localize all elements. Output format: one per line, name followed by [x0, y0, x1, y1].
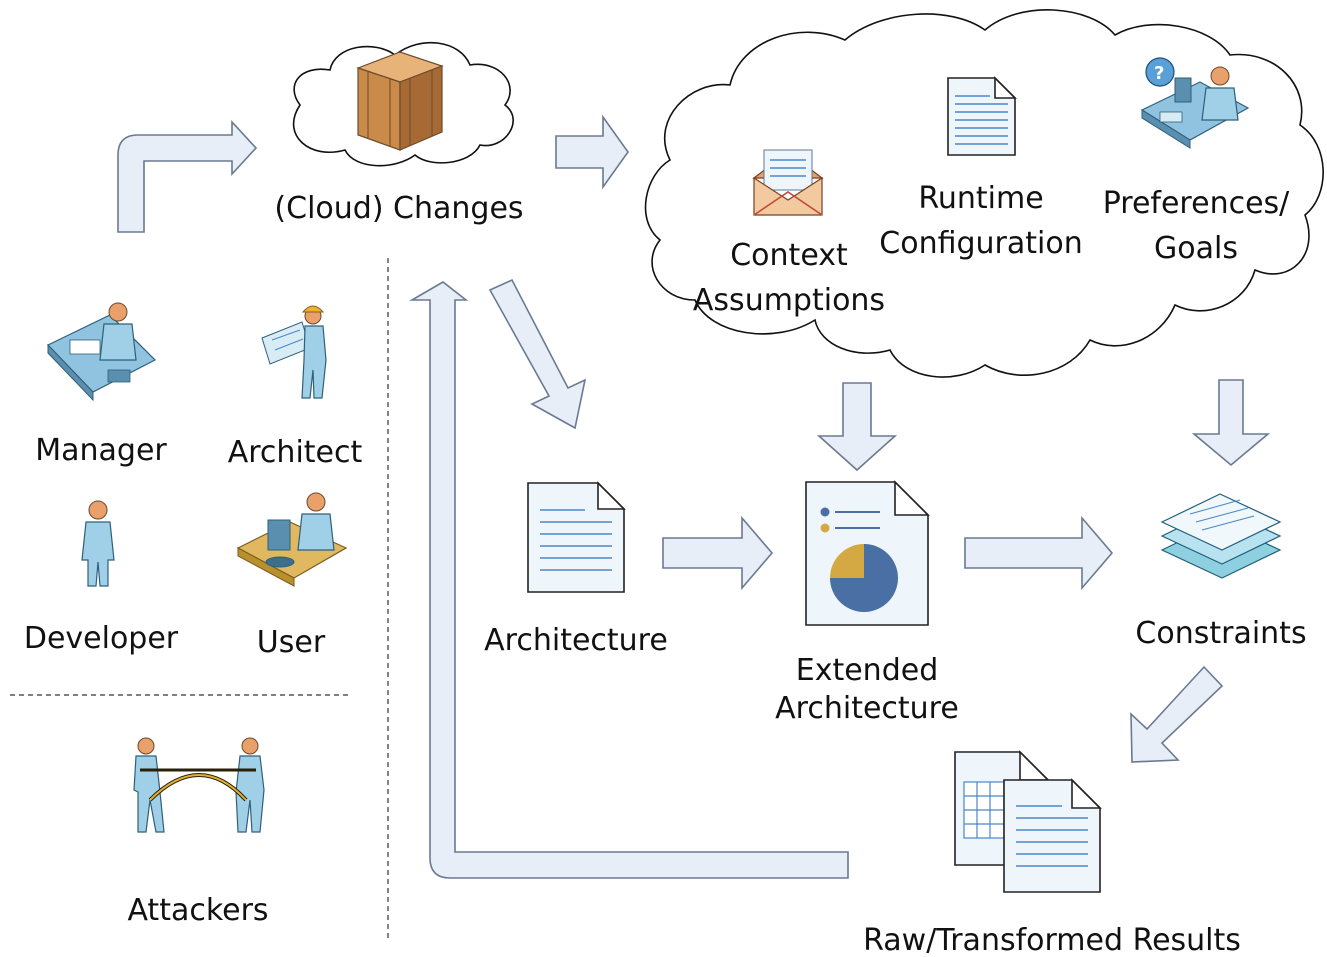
runtime-label-line1: Runtime [918, 181, 1043, 216]
package-box-icon [356, 51, 444, 151]
document-icon [947, 76, 1017, 156]
arrow-extended-to-constraints [964, 515, 1114, 591]
big-cloud [644, 9, 1324, 378]
results-label: Raw/Transformed Results [863, 923, 1241, 957]
context-label-line2: Assumptions [693, 283, 885, 318]
envelope-icon [752, 149, 824, 216]
architecture-label: Architecture [484, 623, 668, 658]
arrow-cloud-to-constraints [1191, 379, 1271, 467]
stacked-pages-icon [1160, 493, 1282, 579]
manager-at-desk-icon [46, 302, 157, 402]
user-label: User [257, 625, 326, 660]
extended-label-line1: Extended [796, 653, 939, 688]
help-desk-user-icon: ? [1140, 57, 1250, 149]
developer-label: Developer [24, 621, 179, 656]
context-label-line1: Context [730, 238, 848, 273]
manager-label: Manager [35, 433, 167, 468]
arrow-constraints-to-results [1130, 665, 1224, 763]
arrow-cloud-to-extended [816, 382, 898, 472]
cloud-changes-label: (Cloud) Changes [274, 191, 523, 226]
arrow-results-feedback-loop [409, 281, 849, 879]
constraints-label: Constraints [1135, 616, 1306, 651]
svg-text:?: ? [1154, 63, 1164, 84]
arrow-architecture-to-extended [662, 515, 774, 591]
architect-label: Architect [228, 435, 363, 470]
architecture-document-icon [527, 481, 626, 593]
arrow-changes-to-architecture [488, 278, 587, 430]
prefs-label-line2: Goals [1154, 231, 1238, 266]
prefs-label-line1: Preferences/ [1103, 186, 1290, 221]
arrow-elbow-to-changes [117, 119, 258, 233]
attackers-label: Attackers [127, 893, 268, 928]
user-at-computer-icon [236, 492, 348, 587]
tug-of-war-icon [133, 737, 265, 833]
standing-person-icon [81, 500, 115, 587]
arrow-changes-to-cloud [555, 114, 629, 190]
pie-chart-document-icon [805, 480, 930, 626]
architect-with-blueprint-icon [261, 305, 327, 399]
spreadsheet-documents-icon [954, 750, 1102, 893]
runtime-label-line2: Configuration [879, 226, 1082, 261]
extended-label-line2: Architecture [775, 691, 959, 726]
